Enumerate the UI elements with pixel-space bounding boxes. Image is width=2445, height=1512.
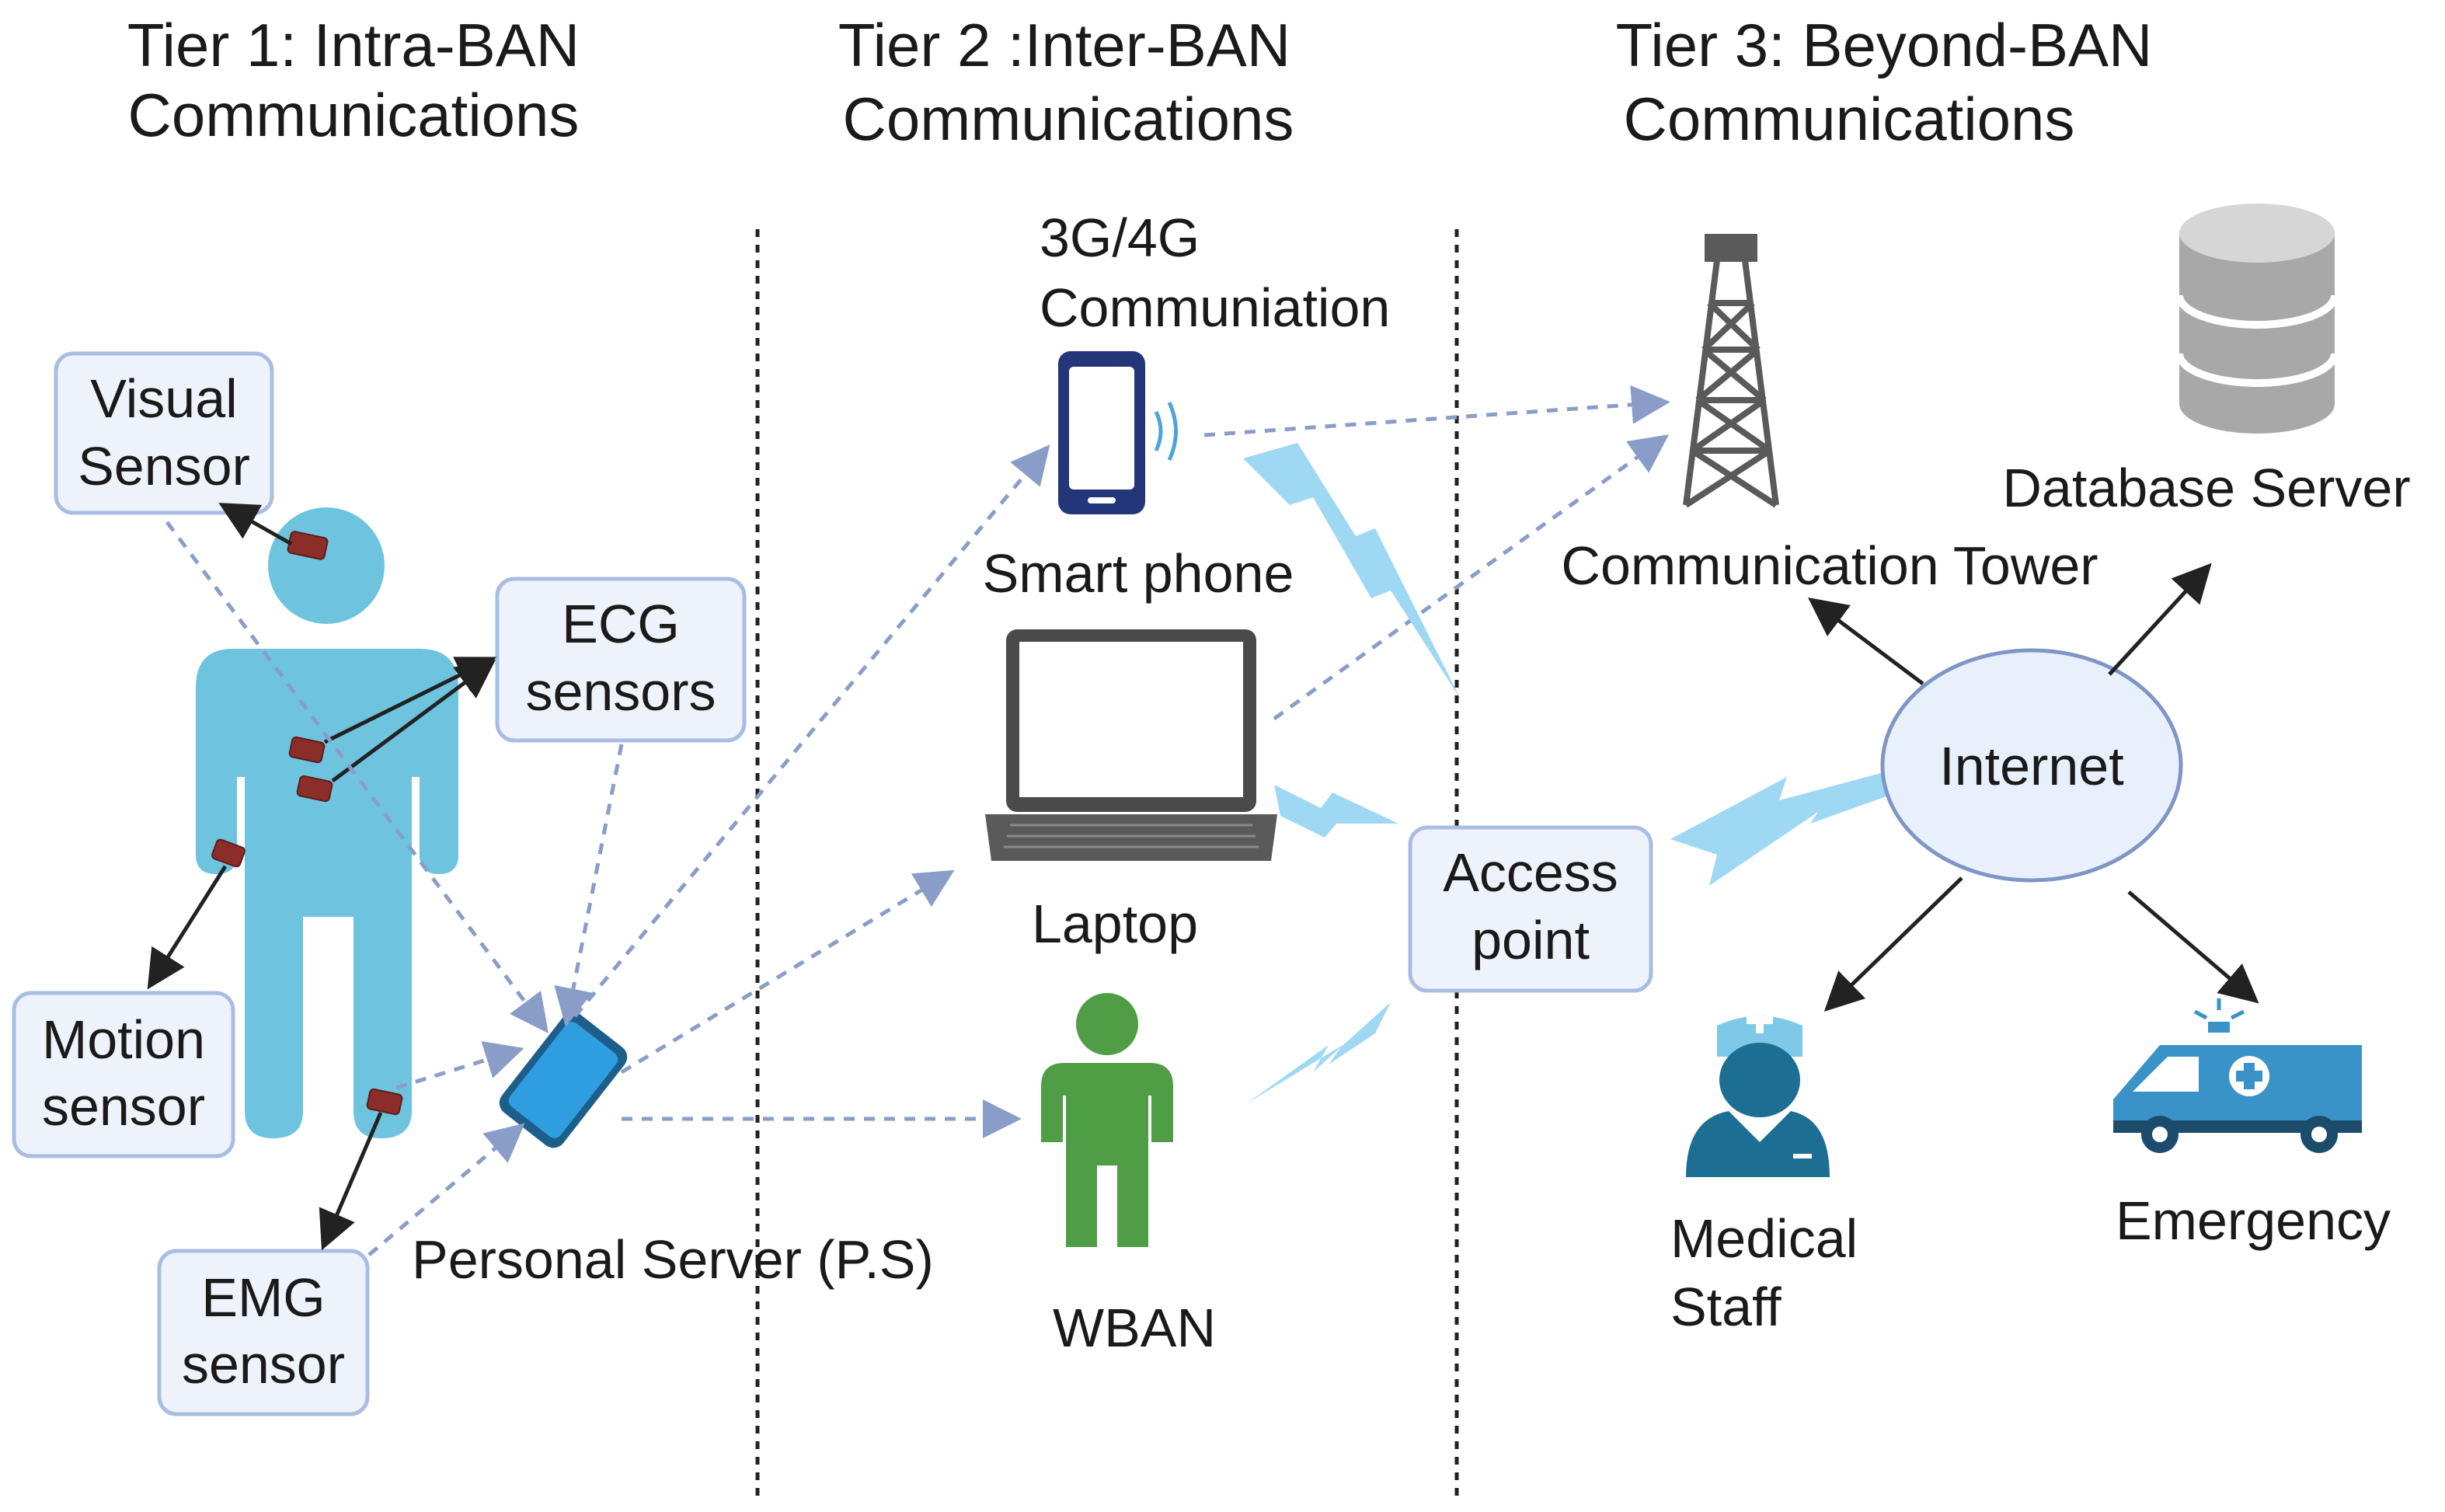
personal-server-label: Personal Server (P.S) bbox=[412, 1229, 934, 1290]
internet-to-staff-arrow bbox=[1823, 876, 1963, 1012]
access-point-label-line2: point bbox=[1472, 910, 1590, 970]
tier3-title-line1: Tier 3: Beyond-BAN bbox=[1616, 11, 2153, 79]
internet-node: Internet bbox=[1880, 648, 2183, 883]
emg-sensor-chip-icon bbox=[366, 1088, 403, 1116]
medical-staff-label-line2: Staff bbox=[1670, 1277, 1782, 1337]
motion-sensor-box: Motion sensor bbox=[12, 991, 235, 1158]
lightning-laptop-ap-icon bbox=[1274, 785, 1398, 838]
emg-sensor-label-line2: sensor bbox=[182, 1334, 345, 1395]
visual-sensor-arrow bbox=[218, 503, 293, 546]
internet-to-database-arrow bbox=[2108, 563, 2212, 676]
tier2-title-line1: Tier 2 :Inter-BAN bbox=[838, 11, 1290, 79]
human-body-icon bbox=[196, 507, 458, 1138]
tier1-title-line1: Tier 1: Intra-BAN bbox=[127, 11, 580, 79]
motion-sensor-label-line2: sensor bbox=[42, 1076, 205, 1137]
visual-sensor-label-line1: Visual bbox=[90, 368, 237, 429]
ecg-sensor-chip-icon bbox=[288, 736, 326, 764]
database-server-label: Database Server bbox=[2002, 458, 2410, 518]
emergency-label: Emergency bbox=[2116, 1190, 2391, 1251]
wban-label: WBAN bbox=[1053, 1298, 1216, 1358]
ps-to-smartphone-link bbox=[573, 444, 1050, 1018]
ecg-sensors-label-line1: ECG bbox=[562, 594, 680, 654]
access-point-label-line1: Access bbox=[1443, 842, 1618, 903]
tier1-title-line2: Communications bbox=[128, 81, 580, 149]
visual-sensor-label-line2: Sensor bbox=[78, 436, 250, 496]
ambulance-icon bbox=[2113, 998, 2362, 1153]
emg-sensor-label-line1: EMG bbox=[201, 1267, 325, 1328]
smartphone-to-tower-link bbox=[1203, 385, 1670, 437]
ecg-sensors-label-line2: sensors bbox=[525, 661, 716, 722]
body-to-ps-link bbox=[395, 1040, 524, 1090]
smartphone-icon bbox=[1058, 351, 1178, 514]
ecg-sensors-box: ECG sensors bbox=[495, 577, 747, 743]
lightning-wban-ap-icon bbox=[1247, 1002, 1391, 1103]
database-server-icon bbox=[2175, 204, 2339, 434]
ps-to-laptop-link bbox=[620, 869, 955, 1075]
visual-to-ps-link bbox=[165, 521, 549, 1034]
ecg-sensor-arrow bbox=[331, 660, 496, 783]
laptop-icon bbox=[985, 629, 1277, 861]
emg-sensor-box: EMG sensor bbox=[157, 1249, 370, 1416]
laptop-label: Laptop bbox=[1032, 894, 1198, 954]
comm-label-line2: Communiation bbox=[1040, 277, 1390, 338]
lightning-ap-internet-icon bbox=[1670, 769, 1919, 886]
personal-server-phone-icon bbox=[499, 1012, 628, 1148]
lightning-smartphone-ap-icon bbox=[1243, 443, 1461, 699]
medical-staff-label-line1: Medical bbox=[1670, 1208, 1858, 1269]
motion-sensor-arrow bbox=[147, 865, 228, 990]
tier2-title-line2: Communications bbox=[843, 85, 1294, 153]
communication-tower-label: Communication Tower bbox=[1561, 535, 2098, 596]
comm-label-line1: 3G/4G bbox=[1040, 207, 1200, 268]
motion-sensor-label-line1: Motion bbox=[42, 1009, 205, 1070]
internet-to-tower-arrow bbox=[1808, 597, 1924, 685]
ecg-sensor-chip-icon bbox=[296, 775, 333, 803]
visual-sensor-box: Visual Sensor bbox=[54, 351, 274, 515]
emg-to-ps-link bbox=[367, 1123, 525, 1256]
access-point-box: Access point bbox=[1408, 825, 1653, 993]
wban-person-icon bbox=[1041, 993, 1173, 1247]
ecg-to-ps-link bbox=[554, 744, 624, 1027]
internet-label: Internet bbox=[1939, 736, 2123, 796]
emg-sensor-arrow bbox=[319, 1112, 383, 1251]
smartphone-label: Smart phone bbox=[983, 543, 1294, 604]
medical-staff-icon bbox=[1686, 1007, 1830, 1177]
motion-sensor-chip-icon bbox=[211, 838, 246, 868]
tier3-title-line2: Communications bbox=[1624, 85, 2075, 153]
internet-to-emergency-arrow bbox=[2127, 890, 2259, 1004]
communication-tower-icon bbox=[1683, 234, 1779, 508]
